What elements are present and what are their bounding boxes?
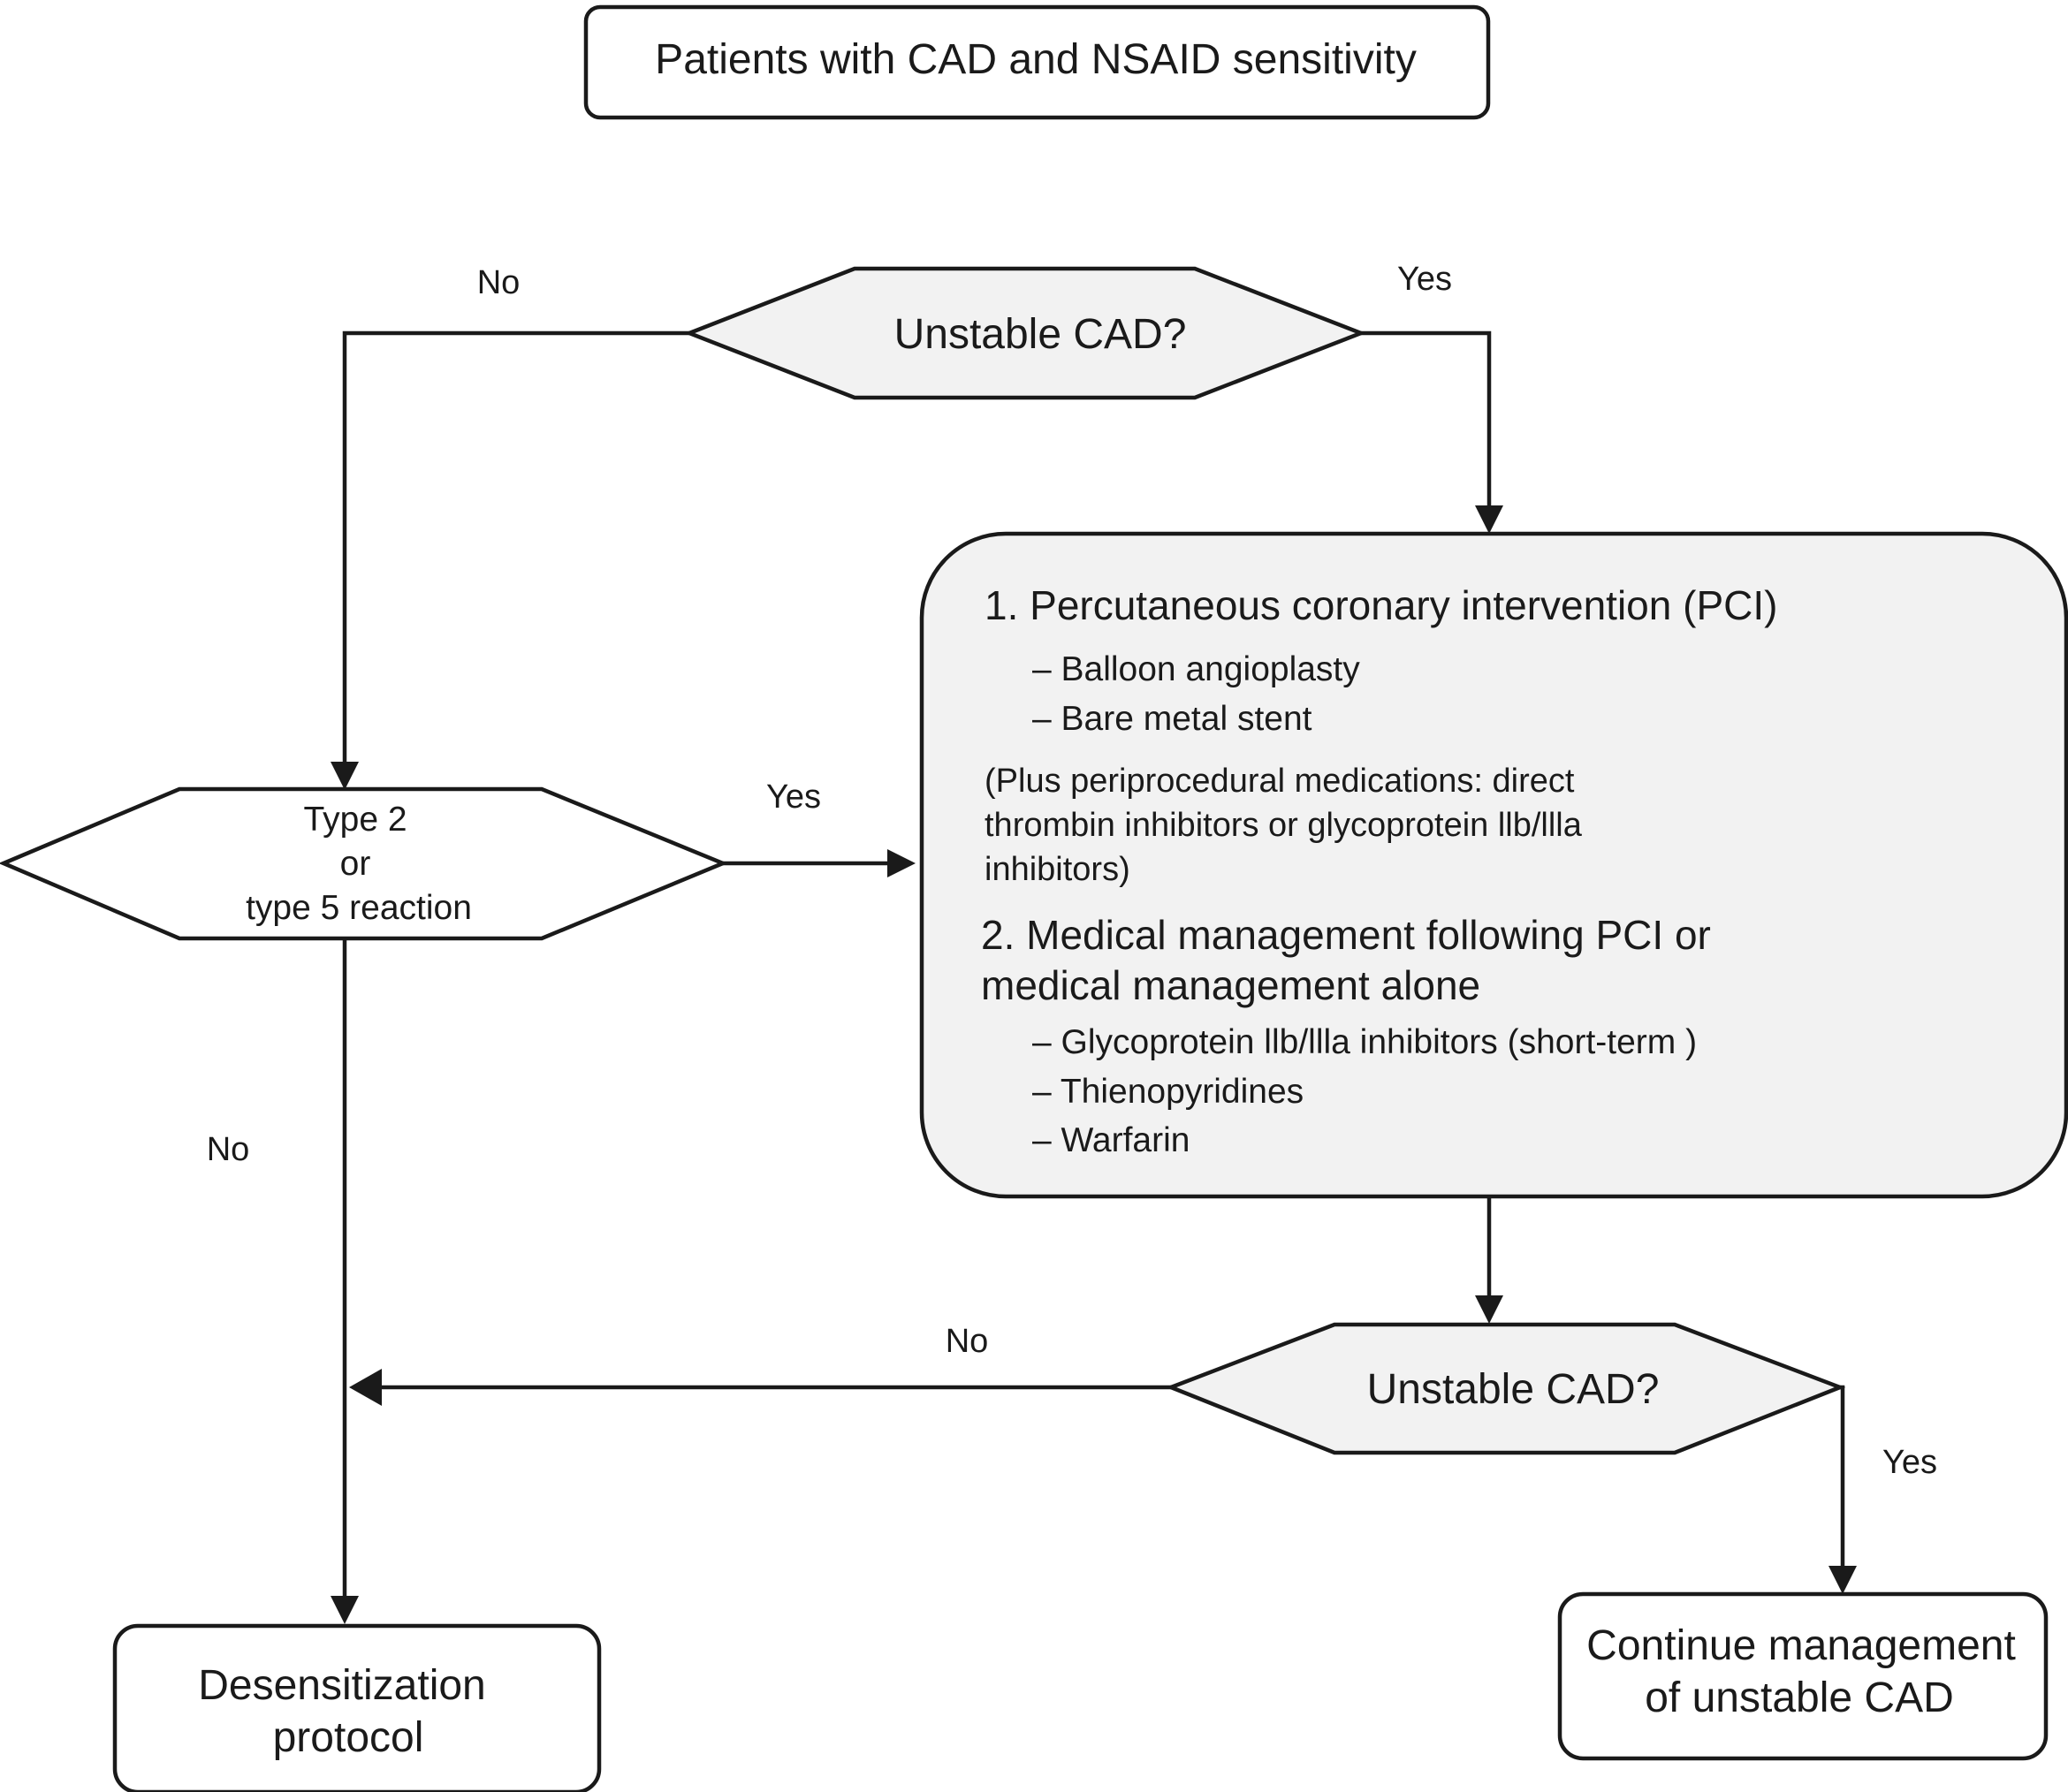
- pci-heading: 1. Percutaneous coronary intervention (P…: [985, 582, 1777, 628]
- decision-bottom-label: Unstable CAD?: [1367, 1366, 1660, 1413]
- periprocedural-note-line: thrombin inhibitors or glycoprotein llb/…: [985, 807, 1583, 844]
- continue-line-2: of unstable CAD: [1645, 1674, 1954, 1721]
- decision-top: Unstable CAD?: [683, 266, 1367, 400]
- medical-heading-line: medical management alone: [981, 962, 1480, 1008]
- medical-item: – Thienopyridines: [1032, 1073, 1304, 1111]
- decision-reaction-shape: [0, 786, 728, 941]
- edge-label-reaction-no: No: [207, 1131, 250, 1168]
- periprocedural-note-line: inhibitors): [985, 851, 1130, 888]
- medical-item: – Warfarin: [1032, 1121, 1190, 1159]
- decision-reaction: Type 2 or type 5 reaction: [0, 786, 728, 941]
- desensitization-box: [112, 1623, 602, 1792]
- arrowhead-top-yes: [1475, 505, 1503, 534]
- medical-heading-line: 2. Medical management following PCI or: [981, 912, 1711, 958]
- decision-top-label: Unstable CAD?: [894, 311, 1187, 358]
- start-node: Patients with CAD and NSAID sensitivity: [583, 4, 1491, 120]
- continue-box: [1557, 1591, 2049, 1761]
- arrowhead-top-no: [331, 762, 359, 790]
- start-label: Patients with CAD and NSAID sensitivity: [655, 36, 1417, 83]
- desensitization-node: Desensitization protocol: [112, 1623, 602, 1792]
- start-box: [583, 4, 1491, 120]
- decision-bottom: Unstable CAD?: [1165, 1322, 1846, 1455]
- pci-item: – Balloon angioplasty: [1032, 650, 1360, 688]
- continue-node: Continue management of unstable CAD: [1557, 1591, 2049, 1761]
- decision-bottom-shape: [1165, 1322, 1846, 1455]
- arrowhead-bottom-no: [349, 1369, 382, 1406]
- edge-label-bottom-yes: Yes: [1882, 1444, 1937, 1481]
- desensitization-line-2: protocol: [273, 1714, 424, 1761]
- desensitization-line-1: Desensitization: [198, 1662, 486, 1709]
- pci-item: – Bare metal stent: [1032, 700, 1312, 738]
- arrowhead-reaction-no: [331, 1596, 359, 1624]
- edge-label-top-no: No: [477, 264, 521, 301]
- edge-label-reaction-yes: Yes: [766, 778, 821, 816]
- edge-top-yes: [1361, 330, 1492, 511]
- edge-bottom-yes: [1840, 1385, 1845, 1569]
- continue-line-1: Continue management: [1586, 1622, 2016, 1669]
- treatment-box: [919, 531, 2068, 1199]
- edge-labels: No Yes Yes No No Yes: [207, 261, 1937, 1481]
- edge-label-top-yes: Yes: [1397, 261, 1452, 298]
- edge-label-bottom-no: No: [946, 1323, 989, 1360]
- edge-top-no: [342, 330, 689, 767]
- arrowhead-treatment-to-decision: [1475, 1295, 1503, 1324]
- arrowhead-bottom-yes: [1829, 1566, 1857, 1594]
- decision-reaction-line-2: or: [340, 845, 371, 883]
- periprocedural-note-line: (Plus periprocedural medications: direct: [985, 763, 1575, 800]
- decision-reaction-line-3: type 5 reaction: [246, 889, 472, 927]
- medical-item: – Glycoprotein llb/llla inhibitors (shor…: [1032, 1023, 1697, 1061]
- decision-reaction-line-1: Type 2: [303, 801, 407, 839]
- decision-top-shape: [683, 266, 1367, 400]
- treatment-node: 1. Percutaneous coronary intervention (P…: [919, 531, 2068, 1199]
- arrowhead-reaction-yes: [887, 849, 916, 877]
